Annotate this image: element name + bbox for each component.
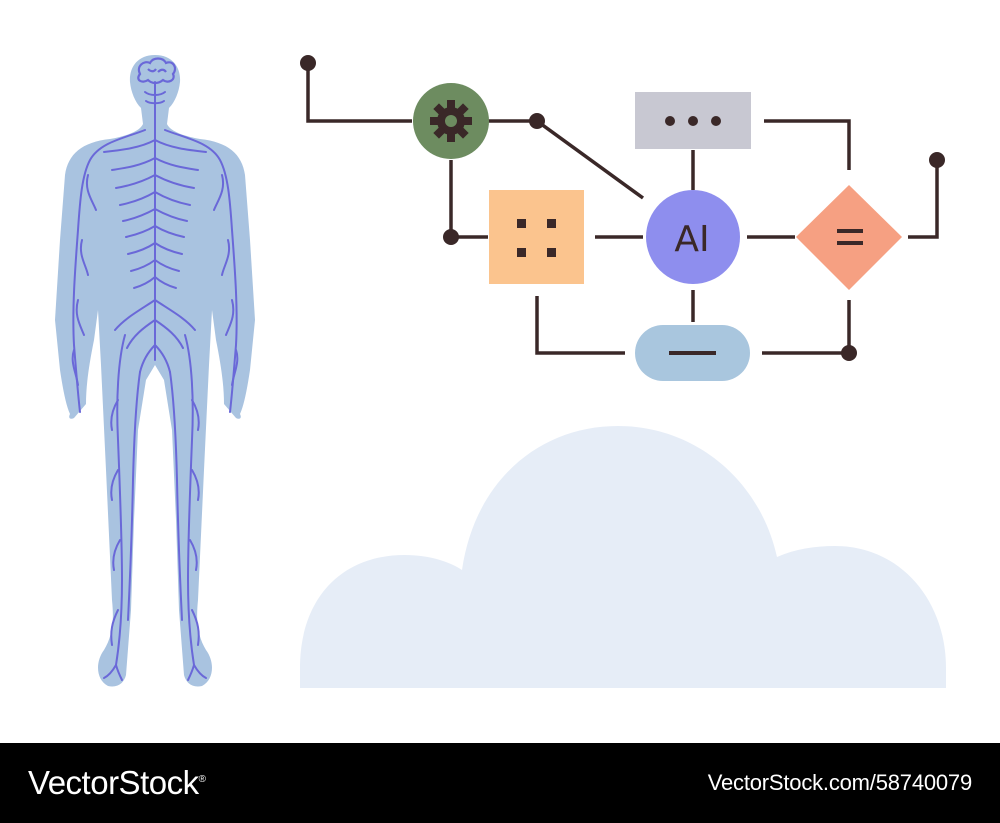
cloud-shape	[300, 426, 946, 688]
junction-dot	[443, 229, 459, 245]
junction-dot	[300, 55, 316, 71]
brain-icon	[137, 57, 177, 85]
brand-name: VectorStock	[28, 764, 199, 801]
image-id: VectorStock.com/58740079	[707, 770, 972, 795]
illustration: AI	[55, 55, 946, 688]
ai-node: AI	[646, 190, 740, 284]
pill-node	[635, 325, 750, 381]
body-silhouette	[55, 55, 255, 687]
nerve-network	[71, 81, 239, 681]
wire-junctions	[300, 55, 945, 361]
gear-node	[413, 83, 489, 159]
equals-icon	[837, 229, 863, 245]
four-dots-icon	[517, 219, 556, 257]
registered-mark: ®	[198, 774, 206, 785]
junction-dot	[841, 345, 857, 361]
watermark-footer: VectorStock® VectorStock.com/58740079	[0, 743, 1000, 823]
junction-dot	[929, 152, 945, 168]
ellipsis-box	[635, 92, 751, 149]
human-figure	[55, 55, 255, 687]
ellipsis-icon	[665, 116, 721, 126]
decision-node	[796, 185, 902, 290]
grid-box	[489, 190, 584, 284]
brand-logo: VectorStock®	[28, 764, 206, 802]
minus-icon	[669, 351, 716, 355]
junction-dot	[529, 113, 545, 129]
ai-label: AI	[674, 219, 709, 260]
